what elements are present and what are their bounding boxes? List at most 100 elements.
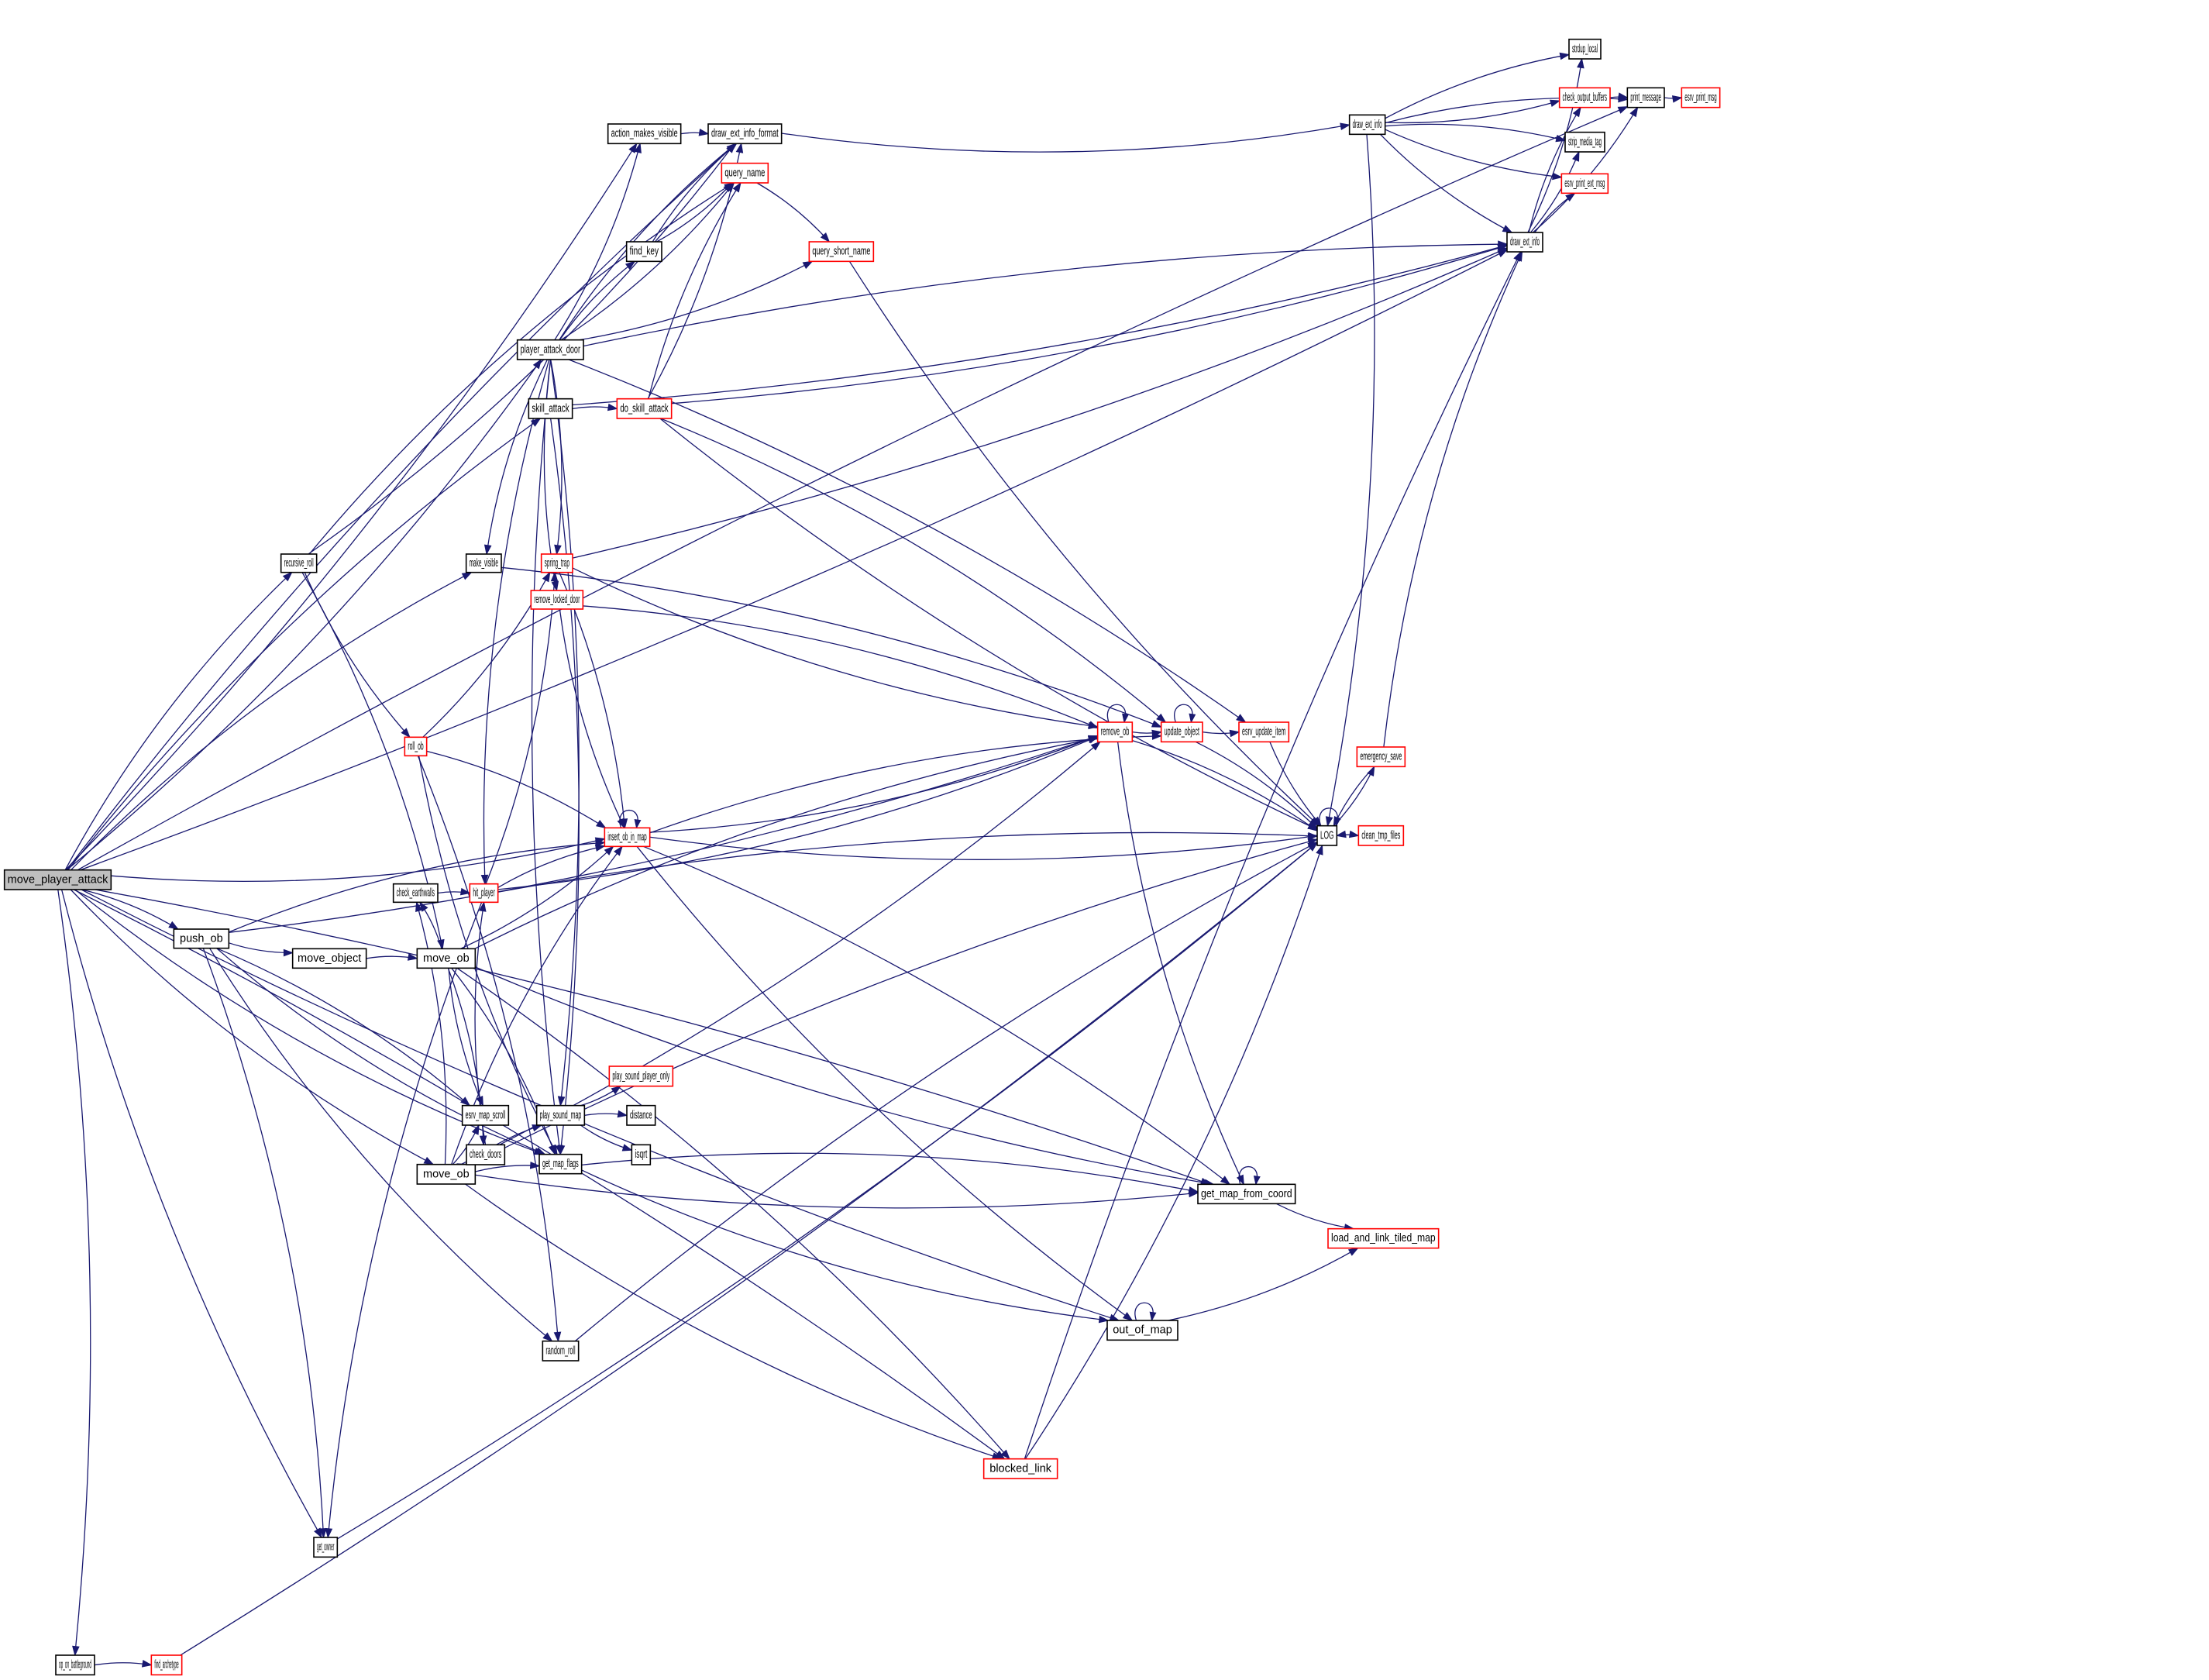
node-find-archetype[interactable]: find_archetype — [150, 1654, 183, 1676]
node-box — [469, 883, 499, 904]
node-push-ob[interactable]: push_ob — [173, 928, 230, 949]
node-label: op_on_battleground — [59, 1659, 91, 1671]
node-label: remove_locked_door — [534, 594, 580, 606]
edge-line — [111, 838, 605, 883]
node-esrv-print-msg[interactable]: esrv_print_msg — [1681, 87, 1721, 108]
node-find-key[interactable]: find_key — [625, 241, 662, 263]
arrowhead-icon — [1617, 92, 1629, 100]
edge-random_roll-to-LOG — [574, 842, 1319, 1342]
node-check-earthwalls[interactable]: check_earthwalls — [392, 883, 439, 904]
node-make-visible[interactable]: make_visible — [465, 553, 502, 573]
node-box — [1626, 87, 1665, 108]
edge-update_object-to-LOG — [1195, 741, 1319, 830]
arrowhead-icon — [1335, 830, 1347, 838]
arrowhead-icon — [530, 418, 542, 427]
arrowhead-icon — [141, 1660, 153, 1668]
node-label: get_map_flags — [542, 1158, 579, 1170]
edge-line — [531, 359, 561, 1155]
arrowhead-icon — [1629, 106, 1639, 118]
arrowhead-icon — [595, 819, 607, 829]
node-distance[interactable]: distance — [626, 1104, 656, 1126]
node-strdup-local[interactable]: strdup_local — [1568, 38, 1602, 60]
edge-find_key-to-draw_ext_info_format — [652, 143, 738, 243]
node-label: random_roll — [545, 1344, 575, 1357]
node-move-player-attack[interactable]: move_player_attack — [3, 869, 112, 890]
node-print-message[interactable]: print_message — [1626, 87, 1665, 108]
edge-move_ob_2-to-remove_ob — [460, 741, 1101, 1165]
node-esrv-update-item[interactable]: esrv_update_item — [1238, 721, 1290, 743]
edge-line — [229, 735, 1098, 933]
node-move-object[interactable]: move_object — [291, 948, 367, 969]
edge-line — [180, 842, 1318, 1656]
node-isqrt[interactable]: isqrt — [631, 1144, 652, 1165]
node-get-map-from-coord[interactable]: get_map_from_coord — [1197, 1183, 1296, 1205]
edge-line — [636, 845, 1133, 1321]
node-roll-ob[interactable]: roll_ob — [404, 736, 428, 757]
edge-play_sound_map-to-play_sound_player_only — [580, 1085, 622, 1107]
node-check-output-buffers[interactable]: check_output_buffers — [1558, 87, 1611, 108]
node-esrv-print-ext-msg[interactable]: esrv_print_ext_msg — [1560, 173, 1609, 195]
node-out-of-map[interactable]: out_of_map — [1106, 1320, 1178, 1341]
node-label: blocked_link — [989, 1462, 1052, 1475]
node-draw-ext-info-1[interactable]: draw_ext_info — [1348, 114, 1386, 136]
node-strip-media-tag[interactable]: strip_media_tag — [1564, 131, 1605, 153]
node-blocked-link[interactable]: blocked_link — [982, 1458, 1058, 1479]
node-insert-ob-in-map[interactable]: insert_ob_in_map — [604, 827, 651, 848]
edge-player_attack_door-to-spring_trap — [550, 359, 563, 556]
node-check-doors[interactable]: check_doors — [466, 1144, 506, 1165]
node-label: strip_media_tag — [1568, 136, 1602, 148]
arrowhead-icon — [1229, 729, 1240, 738]
arrowhead-icon — [532, 358, 542, 370]
node-remove-ob[interactable]: remove_ob — [1096, 721, 1134, 743]
node-recursive-roll[interactable]: recursive_roll — [280, 553, 318, 573]
edge-remove_locked_door-to-remove_ob — [583, 605, 1099, 728]
node-load-and-link-tiled-map[interactable]: load_and_link_tiled_map — [1327, 1227, 1440, 1249]
edge-line — [202, 948, 325, 1538]
arrowhead-icon — [1316, 844, 1323, 855]
node-get-map-flags[interactable]: get_map_flags — [538, 1153, 583, 1175]
node-box — [280, 553, 318, 573]
node-do-skill-attack[interactable]: do_skill_attack — [616, 398, 673, 419]
node-spring-trap[interactable]: spring_trap — [540, 553, 573, 573]
node-action-makes-visible[interactable]: action_makes_visible — [607, 123, 682, 145]
arrowhead-icon — [407, 953, 418, 961]
node-query-name[interactable]: query_name — [721, 162, 769, 184]
edge-spring_trap-to-remove_ob — [572, 567, 1099, 730]
arrowhead-icon — [471, 1124, 480, 1135]
node-label: print_message — [1630, 91, 1661, 104]
edge-move_ob_2-to-get_map_from_coord — [475, 1174, 1199, 1209]
edge-line — [485, 572, 556, 884]
arrowhead-icon — [1087, 721, 1099, 728]
arrowhead-icon — [1307, 842, 1319, 852]
node-update-object[interactable]: update_object — [1160, 721, 1203, 743]
node-move-ob-1[interactable]: move_ob — [416, 948, 477, 969]
edge-line — [1174, 704, 1193, 723]
node-skill-attack[interactable]: skill_attack — [528, 398, 573, 419]
node-op-on-battleground[interactable]: op_on_battleground — [55, 1654, 95, 1676]
edge-line — [550, 418, 580, 1155]
node-play-sound-player-only[interactable]: play_sound_player_only — [608, 1065, 674, 1087]
edge-emergency_save-to-LOG — [1333, 766, 1375, 827]
node-query-short-name[interactable]: query_short_name — [808, 241, 875, 263]
node-draw-ext-info-2[interactable]: draw_ext_info — [1506, 232, 1543, 253]
node-clean-tmp-files[interactable]: clean_tmp_files — [1357, 825, 1405, 846]
node-LOG[interactable]: LOG — [1316, 825, 1338, 846]
edge-player_attack_door-to-action_makes_visible — [554, 142, 642, 341]
node-play-sound-map[interactable]: play_sound_map — [535, 1104, 586, 1126]
node-get-owner[interactable]: get_owner — [313, 1537, 339, 1558]
edge-spring_trap-to-draw_ext_info_2 — [572, 247, 1509, 559]
edge-push_ob-to-move_object — [229, 942, 294, 957]
node-random-roll[interactable]: random_roll — [542, 1340, 580, 1362]
arrowhead-icon — [1151, 720, 1163, 728]
edge-line — [80, 249, 1508, 871]
node-player-attack-door[interactable]: player_attack_door — [516, 339, 584, 360]
arrowhead-icon — [611, 1085, 622, 1095]
node-emergency-save[interactable]: emergency_save — [1356, 746, 1406, 768]
node-draw-ext-info-format[interactable]: draw_ext_info_format — [707, 123, 783, 145]
node-esrv-map-scroll[interactable]: esrv_map_scroll — [461, 1104, 510, 1126]
node-move-ob-2[interactable]: move_ob — [416, 1163, 477, 1185]
node-label: esrv_print_ext_msg — [1564, 177, 1605, 190]
edge-line — [1276, 1203, 1354, 1230]
node-remove-locked-door[interactable]: remove_locked_door — [530, 590, 584, 610]
node-hit-player[interactable]: hit_player — [469, 883, 499, 904]
